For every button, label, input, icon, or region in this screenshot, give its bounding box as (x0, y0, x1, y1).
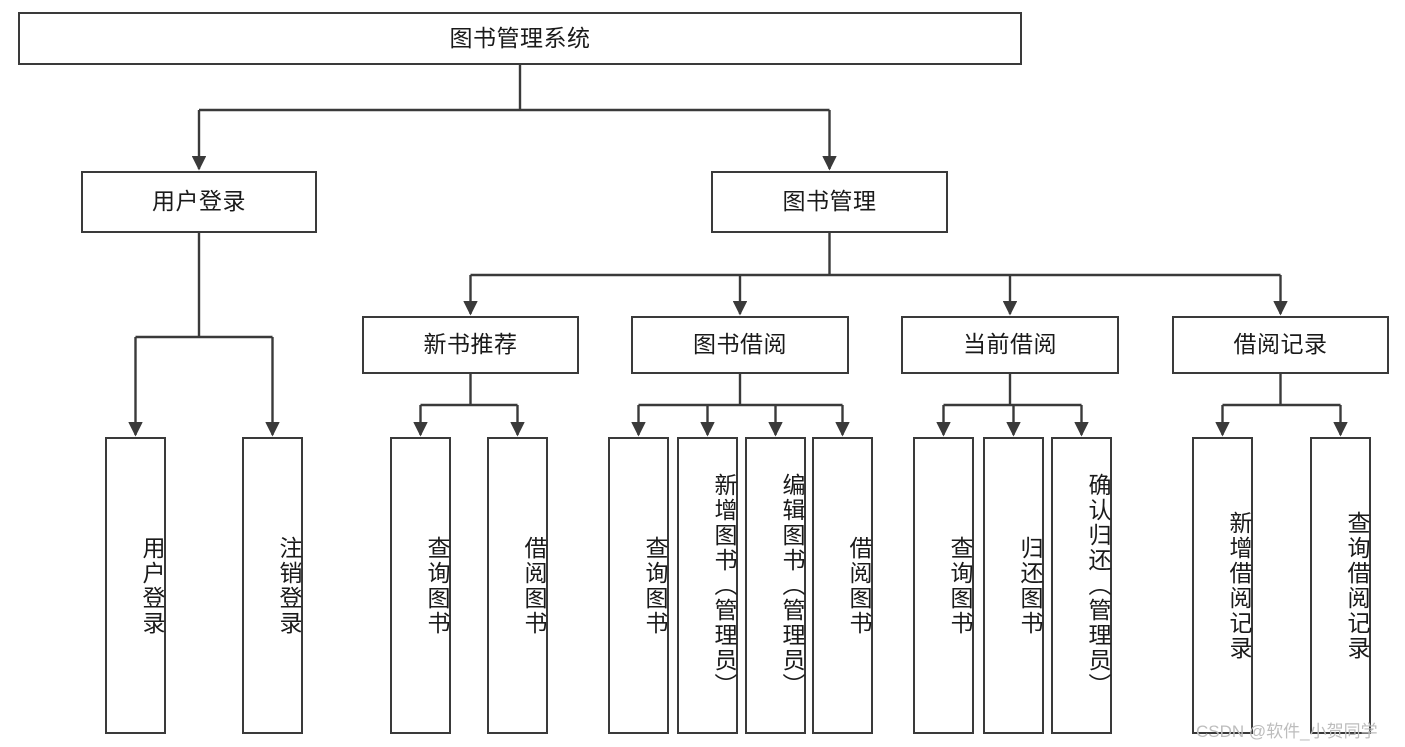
node-label: 查询图书 (424, 535, 450, 636)
node-label: 用户登录 (139, 535, 165, 636)
node-label: 借阅记录 (1233, 331, 1328, 358)
node-label: 图书管理 (782, 188, 877, 215)
node-label: 新增借阅记录 (1226, 510, 1252, 661)
node-label: 查询图书 (642, 535, 668, 636)
node-leaf-rec-query[interactable]: 查询借阅记录 (1310, 437, 1371, 734)
node-label: 注销登录 (276, 535, 302, 636)
node-label: 新书推荐 (423, 331, 518, 358)
node-leaf-cur-confirm[interactable]: 确认归还（管理员） (1051, 437, 1112, 734)
node-leaf-rec-add[interactable]: 新增借阅记录 (1192, 437, 1253, 734)
node-label: 当前借阅 (963, 331, 1057, 358)
node-label: 查询图书 (947, 535, 973, 636)
node-current[interactable]: 当前借阅 (901, 316, 1119, 374)
node-label: 新增图书（管理员） (711, 473, 737, 698)
node-leaf-borrow-edit[interactable]: 编辑图书（管理员） (745, 437, 806, 734)
node-login[interactable]: 用户登录 (81, 171, 317, 233)
node-label: 图书管理系统 (449, 24, 591, 51)
node-label: 归还图书 (1017, 535, 1043, 636)
node-label: 编辑图书（管理员） (779, 473, 805, 698)
node-leaf-cur-return[interactable]: 归还图书 (983, 437, 1044, 734)
node-leaf-cur-query[interactable]: 查询图书 (913, 437, 974, 734)
node-leaf-user-login[interactable]: 用户登录 (105, 437, 166, 734)
node-leaf-borrow-do[interactable]: 借阅图书 (812, 437, 873, 734)
node-leaf-new-borrow[interactable]: 借阅图书 (487, 437, 548, 734)
node-label: 确认归还（管理员） (1085, 473, 1111, 698)
node-newbook[interactable]: 新书推荐 (362, 316, 579, 374)
node-records[interactable]: 借阅记录 (1172, 316, 1389, 374)
node-leaf-borrow-add[interactable]: 新增图书（管理员） (677, 437, 738, 734)
node-label: 借阅图书 (846, 535, 872, 636)
node-bookmgmt[interactable]: 图书管理 (711, 171, 948, 233)
csdn-watermark: CSDN @软件_小贺同学 (1196, 722, 1378, 741)
node-root[interactable]: 图书管理系统 (18, 12, 1022, 65)
node-label: 查询借阅记录 (1344, 510, 1370, 661)
node-label: 用户登录 (152, 188, 246, 215)
node-leaf-user-logout[interactable]: 注销登录 (242, 437, 303, 734)
node-borrow[interactable]: 图书借阅 (631, 316, 849, 374)
node-label: 图书借阅 (693, 331, 787, 358)
node-label: 借阅图书 (521, 535, 547, 636)
node-leaf-borrow-query[interactable]: 查询图书 (608, 437, 669, 734)
node-leaf-new-query[interactable]: 查询图书 (390, 437, 451, 734)
